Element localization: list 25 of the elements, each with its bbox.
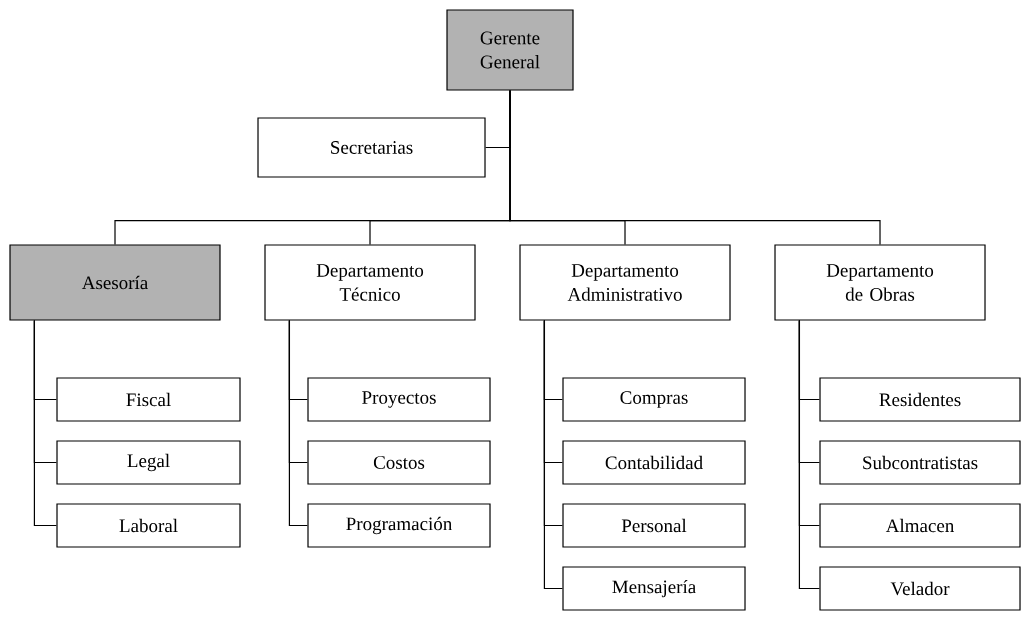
unit-box: Laboral [56,503,241,548]
manager-box: Gerente General [446,9,574,91]
unit-box: Almacen [819,503,1021,548]
department-box: Departamento Administrativo [519,244,731,321]
unit-box: Personal [562,503,746,548]
unit-box: Costos [307,440,491,485]
connector-line [33,320,57,527]
connector-line [543,320,563,590]
unit-box: Legal [56,440,241,485]
unit-box: Programación [307,503,491,548]
unit-box: Fiscal [56,377,241,422]
unit-box: Contabilidad [562,440,746,485]
unit-box: Velador [819,566,1021,611]
department-box: Departamento de Obras [774,244,986,321]
unit-box: Mensajería [562,566,746,611]
connector-line [509,90,881,245]
connector-line [288,320,308,527]
department-box: Asesoría [9,244,221,321]
unit-box: Compras [562,377,746,422]
unit-box: Proyectos [307,377,491,422]
unit-box: Subcontratistas [819,440,1021,485]
department-box: Departamento Técnico [264,244,476,321]
connector-line [798,320,820,590]
unit-box: Residentes [819,377,1021,422]
org-box: Secretarias [257,117,486,178]
